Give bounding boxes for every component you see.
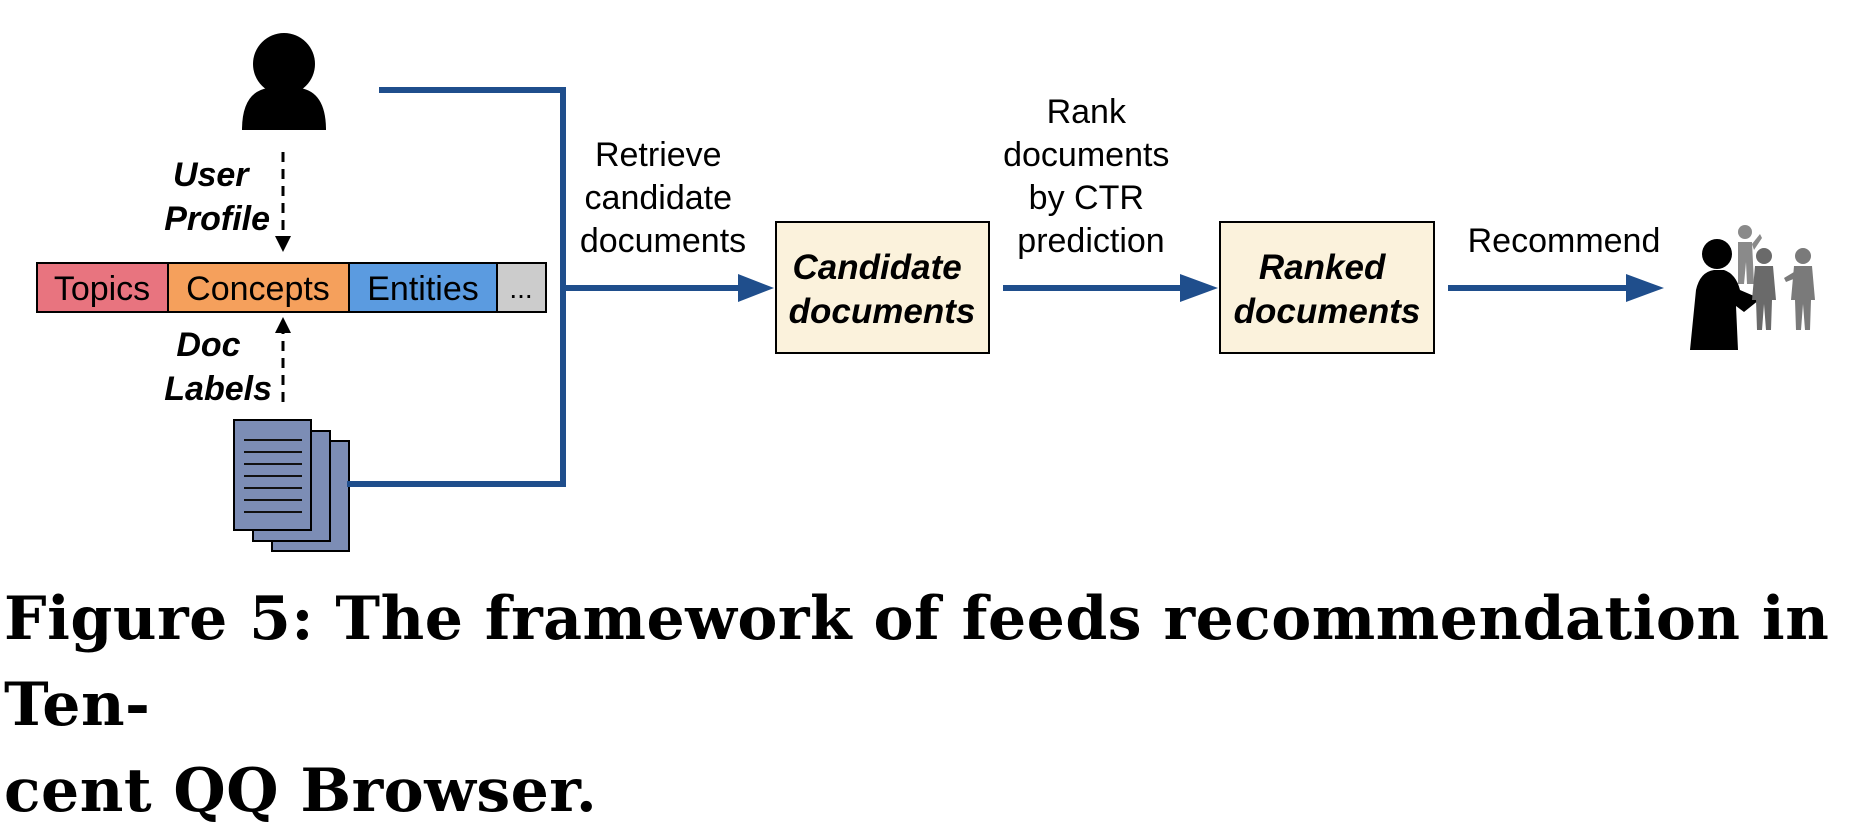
retrieve-arrowhead xyxy=(738,274,774,302)
label-more: ... xyxy=(509,273,532,304)
retrieve-label: Retrieve candidate documents xyxy=(580,136,746,260)
doc-labels-arrow xyxy=(275,317,291,402)
figure-caption: Figure 5: The framework of feeds recomme… xyxy=(4,576,1874,834)
documents-icon xyxy=(233,419,350,552)
caption-line-1: Figure 5: The framework of feeds recomme… xyxy=(4,584,1830,740)
label-cell-entities xyxy=(348,262,498,313)
rank-label: Rank documents by CTR prediction xyxy=(1003,93,1179,260)
label-bar: Topics Concepts Entities ... xyxy=(36,262,547,313)
label-cell-concepts xyxy=(167,262,350,313)
people-icon xyxy=(1690,225,1815,350)
label-cell-more xyxy=(496,262,547,313)
label-entities: Entities xyxy=(367,270,479,308)
caption-line-2: cent QQ Browser. xyxy=(4,756,598,826)
user-icon xyxy=(242,33,326,130)
ranked-documents-label: Ranked documents xyxy=(1234,248,1421,331)
label-topics: Topics xyxy=(54,270,150,308)
framework-diagram: User Profile Doc Labels Topics Concepts … xyxy=(36,33,1815,552)
user-profile-label: User Profile xyxy=(164,156,270,238)
user-profile-arrow xyxy=(275,152,291,252)
retrieve-flow xyxy=(347,87,744,487)
recommend-arrowhead xyxy=(1626,274,1664,302)
candidate-documents-box xyxy=(775,221,990,354)
ranked-documents-box xyxy=(1219,221,1435,354)
label-concepts: Concepts xyxy=(186,270,330,308)
recommend-label: Recommend xyxy=(1468,222,1661,260)
candidate-documents-label: Candidate documents xyxy=(789,248,976,331)
rank-arrowhead xyxy=(1180,274,1218,302)
label-cell-topics xyxy=(36,262,169,313)
doc-labels-label: Doc Labels xyxy=(164,326,272,408)
